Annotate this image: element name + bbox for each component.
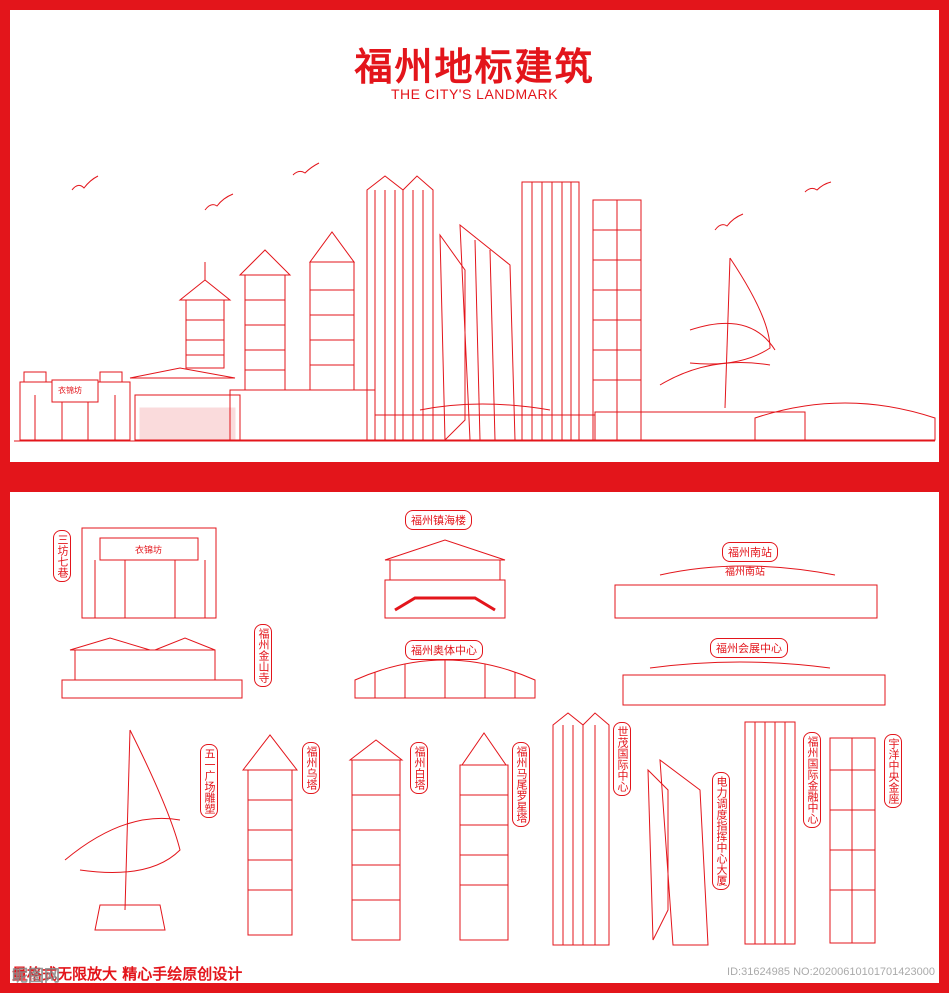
luoxingta-detail	[459, 732, 509, 941]
label-yuyang: 宇洋中央金座	[884, 734, 902, 808]
olympic-stadium	[754, 402, 936, 441]
label-baita: 福州白塔	[410, 742, 428, 794]
landmarks-panel	[10, 492, 939, 983]
baita-detail	[348, 739, 404, 941]
wuyi-sculpture	[659, 257, 776, 409]
station-sign: 福州南站	[725, 567, 765, 578]
panel-divider	[0, 462, 949, 492]
wuta-detail	[241, 734, 299, 936]
olympic-stadium-detail	[354, 659, 536, 699]
jinshansi-detail	[61, 637, 243, 699]
bird-icon	[204, 193, 234, 211]
dianli-detail	[647, 758, 709, 946]
footer-slogan: 量格式无限放大 精心手绘原创设计	[12, 965, 243, 983]
south-station-detail	[614, 565, 878, 619]
yuyang-detail	[829, 737, 876, 944]
footer-english: VECTOR FORMAT IN ELABORATE HAND-DRAWN OR…	[24, 984, 251, 991]
label-nanzhan: 福州南站	[722, 542, 778, 562]
yuyang-tower	[592, 199, 642, 441]
shimao-tower	[366, 175, 434, 441]
shimao-detail	[552, 712, 610, 946]
power-dispatch-tower	[439, 223, 516, 442]
zhenhailou-detail	[384, 539, 506, 619]
exhibition-center	[594, 411, 806, 441]
sanfang-gate	[19, 371, 131, 441]
label-wuta: 福州乌塔	[302, 742, 320, 794]
label-zhenhailou: 福州镇海楼	[405, 510, 472, 530]
exhibition-detail	[622, 661, 886, 706]
page-subtitle: THE CITY'S LANDMARK	[391, 86, 558, 102]
bird-icon	[714, 213, 744, 231]
gate-sign-detail: 衣锦坊	[135, 546, 163, 556]
gate-sign: 衣锦坊	[58, 386, 82, 395]
image-id-text: ID:31624985 NO:20200610101701423000	[727, 966, 935, 978]
page-title: 福州地标建筑	[354, 45, 595, 89]
label-jinshansi: 福州金山寺	[254, 624, 272, 687]
watermark-logo: 昵图网	[12, 966, 61, 985]
label-jinrong: 福州国际金融中心	[803, 732, 821, 828]
label-shimao: 世茂国际中心	[613, 722, 631, 796]
label-luoxingta: 福州马尾罗星塔	[512, 742, 530, 827]
label-sanfang: 三坊七巷	[53, 530, 71, 582]
label-dianli: 电力调度指挥中心大厦	[712, 772, 730, 890]
sanfang-gate-detail	[81, 527, 217, 619]
label-aoti: 福州奥体中心	[405, 640, 483, 660]
bird-icon	[292, 162, 320, 176]
bird-icon	[804, 181, 832, 193]
label-wuyi: 五一广场雕塑	[200, 744, 218, 818]
bird-icon	[71, 175, 99, 191]
temple-pagoda-group	[129, 231, 376, 441]
jinrong-detail	[744, 721, 796, 945]
sculpture-detail	[64, 729, 181, 931]
label-huizhan: 福州会展中心	[710, 638, 788, 658]
